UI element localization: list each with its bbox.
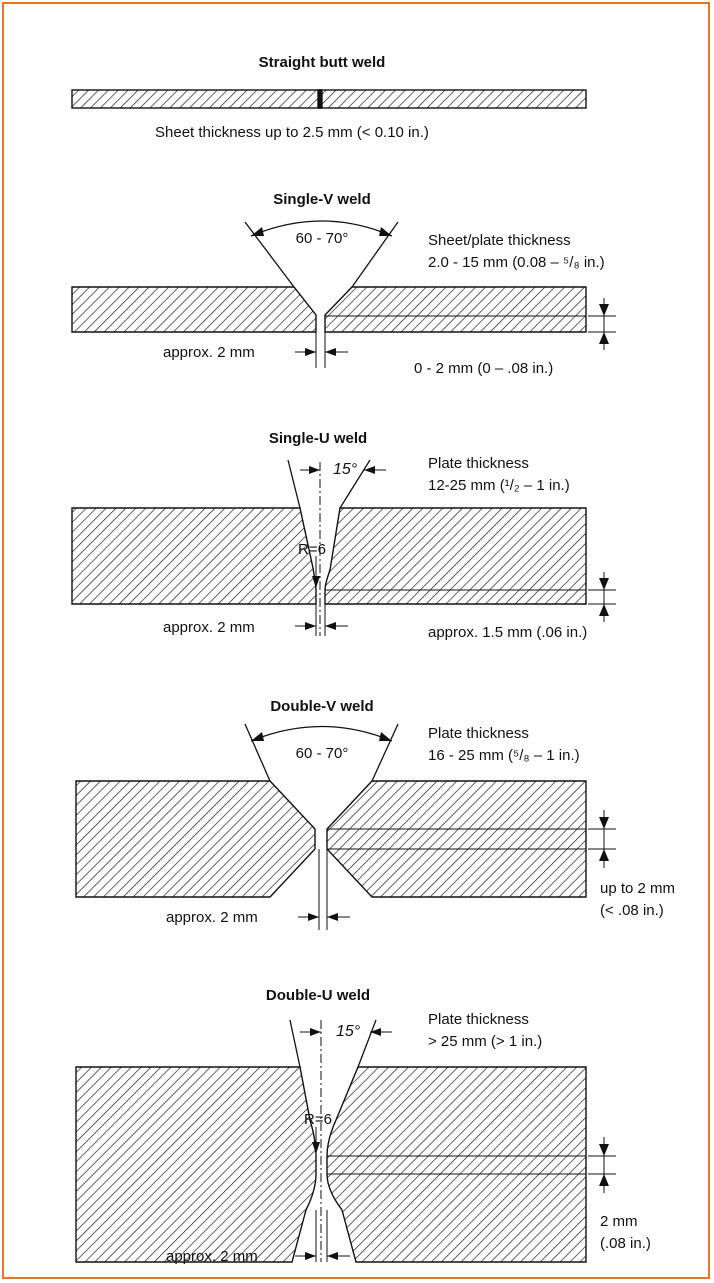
double-v-root-face-label-2: (< .08 in.) (600, 902, 664, 919)
single-u-root-arrowhead-top (599, 578, 609, 590)
single-v-root-face-label: 0 - 2 mm (0 – .08 in.) (414, 360, 553, 377)
single-v-bevel-ext-left (244, 221, 295, 288)
double-v-title: Double-V weld (270, 698, 373, 715)
double-u-title: Double-U weld (266, 987, 370, 1004)
single-v-angle-arrowhead-left (251, 227, 264, 236)
single-u-root-arrowhead-bottom (599, 604, 609, 616)
single-v-weld-section: Single-V weld 60 - 70° Sheet/plate thick… (71, 191, 616, 377)
double-u-root-arrowhead-bottom (599, 1174, 609, 1186)
double-v-thickness-label-2: 16 - 25 mm (⁵/₈ – 1 in.) (428, 747, 580, 764)
double-v-bevel-ext-left (244, 723, 271, 782)
single-u-angle-arrowhead-left (309, 466, 320, 474)
single-v-bevel-ext-right (351, 221, 399, 288)
double-u-gap-label: approx. 2 mm (166, 1248, 258, 1265)
single-v-root-arrowhead-top (599, 304, 609, 316)
double-u-bevel-ext-left (289, 1019, 301, 1068)
double-v-left-plate (75, 780, 316, 898)
single-v-thickness-label-1: Sheet/plate thickness (428, 232, 571, 249)
double-u-radius-label: R=6 (304, 1111, 332, 1128)
single-u-gap-label: approx. 2 mm (163, 619, 255, 636)
single-u-angle-label: 15° (333, 461, 358, 478)
double-u-thickness-label-1: Plate thickness (428, 1011, 529, 1028)
single-v-angle-label: 60 - 70° (296, 230, 349, 247)
double-v-root-arrowhead-bottom (599, 849, 609, 861)
right-sheet (321, 89, 587, 109)
single-v-left-plate (71, 286, 317, 333)
single-u-angle-arrowhead-right (364, 466, 375, 474)
single-v-right-plate (324, 286, 587, 333)
double-u-gap-arrowhead-left (305, 1252, 316, 1260)
single-v-title: Single-V weld (273, 191, 371, 208)
double-u-radius-arrowhead (312, 1142, 320, 1154)
double-u-root-arrowhead-top (599, 1144, 609, 1156)
double-u-thickness-label-2: > 25 mm (> 1 in.) (428, 1033, 542, 1050)
single-u-bevel-ext-right (339, 459, 371, 509)
double-u-right-plate (326, 1066, 587, 1263)
single-v-gap-label: approx. 2 mm (163, 344, 255, 361)
single-v-gap-arrowhead-right (325, 348, 336, 356)
double-v-angle-arc (250, 725, 393, 742)
double-v-angle-label: 60 - 70° (296, 745, 349, 762)
double-v-bevel-ext-right (371, 723, 399, 782)
double-u-weld-section: Double-U weld 15° R=6 Plate thickness > … (75, 987, 651, 1265)
double-v-gap-arrowhead-left (308, 913, 319, 921)
double-v-thickness-label-1: Plate thickness (428, 725, 529, 742)
single-u-root-face-label: approx. 1.5 mm (.06 in.) (428, 624, 587, 641)
single-v-root-arrowhead-bottom (599, 332, 609, 344)
single-u-title: Single-U weld (269, 430, 367, 447)
single-u-thickness-label-1: Plate thickness (428, 455, 529, 472)
single-u-radius-label: R=6 (298, 541, 326, 558)
double-u-angle-label: 15° (336, 1023, 361, 1040)
single-v-gap-arrowhead-left (305, 348, 316, 356)
single-v-angle-arrowhead-right (379, 227, 392, 236)
double-v-right-plate (326, 780, 587, 898)
double-v-weld-section: Double-V weld 60 - 70° Plate thickness 1… (75, 698, 675, 930)
single-u-thickness-label-2: 12-25 mm (¹/₂ – 1 in.) (428, 477, 570, 494)
double-u-angle-arrowhead-right (370, 1028, 381, 1036)
single-v-angle-arc (250, 220, 393, 237)
single-u-right-plate (324, 507, 587, 605)
double-u-root-face-label-1: 2 mm (600, 1213, 638, 1230)
double-v-angle-arrowhead-right (379, 732, 392, 741)
double-v-angle-arrowhead-left (251, 732, 264, 741)
double-v-root-face-label-1: up to 2 mm (600, 880, 675, 897)
double-u-gap-arrowhead-right (327, 1252, 338, 1260)
double-u-bevel-ext-right (357, 1019, 377, 1068)
single-u-radius-arrowhead (312, 576, 320, 588)
single-u-gap-arrowhead-right (325, 622, 336, 630)
double-u-root-face-label-2: (.08 in.) (600, 1235, 651, 1252)
straight-butt-weld-section: Straight butt weld Sheet thickness up to… (71, 54, 587, 141)
single-u-gap-arrowhead-left (305, 622, 316, 630)
single-u-left-plate (71, 507, 317, 605)
left-sheet (71, 89, 319, 109)
double-u-left-plate (75, 1066, 317, 1263)
single-u-weld-section: Single-U weld 15° R=6 Plate thickness 12… (71, 430, 616, 641)
straight-thickness-label: Sheet thickness up to 2.5 mm (< 0.10 in.… (155, 124, 429, 141)
double-v-gap-arrowhead-right (327, 913, 338, 921)
double-v-gap-label: approx. 2 mm (166, 909, 258, 926)
single-u-bevel-ext-left (287, 459, 301, 509)
single-v-thickness-label-2: 2.0 - 15 mm (0.08 – ⁵/₈ in.) (428, 254, 605, 271)
double-v-root-arrowhead-top (599, 817, 609, 829)
straight-butt-weld-title: Straight butt weld (259, 54, 386, 71)
double-u-angle-arrowhead-left (310, 1028, 321, 1036)
